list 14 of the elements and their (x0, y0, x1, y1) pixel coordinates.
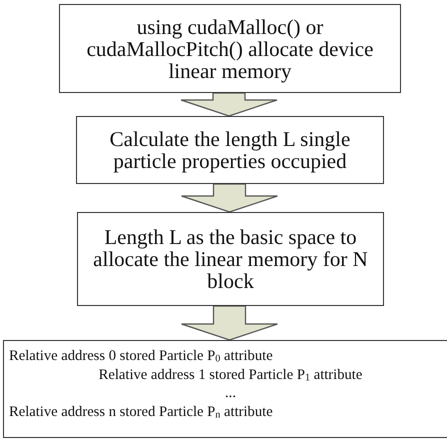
box-text: using cudaMalloc() or cudaMallocPitch() allocate device linear memory (86, 16, 374, 82)
block-arrow (180, 183, 278, 213)
process-box (3, 340, 447, 438)
process-box (77, 212, 384, 306)
process-box (59, 4, 401, 93)
box-text: Calculate the length L single particle properties occupied (108, 128, 352, 172)
box-text: Relative address n stored Particle P$_{n}$ attribute (9, 402, 273, 421)
process-box (76, 116, 384, 184)
box-text: Length L as the basic space to allocate the linear memory for N block (92, 226, 369, 292)
block-arrow (180, 305, 278, 341)
block-arrow (180, 92, 278, 117)
box-text: ... (225, 384, 236, 402)
box-text: Relative address 0 stored Particle P$_{0}$ attribute (9, 347, 273, 366)
box-text: Relative address 1 stored Particle P$_{1}$ attribute (98, 366, 362, 384)
